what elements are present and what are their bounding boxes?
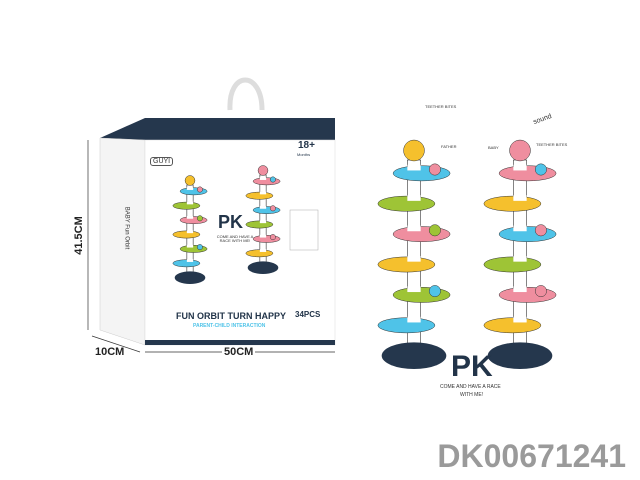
track-segment-pink <box>252 235 281 243</box>
ball <box>196 186 203 193</box>
product-left-tower <box>377 139 451 370</box>
tower-base <box>381 342 447 370</box>
pole-ring <box>186 187 194 190</box>
left-teether-label: TEETHER BITES <box>425 104 457 109</box>
product-right-tower <box>483 139 557 370</box>
ball <box>269 176 276 183</box>
track-segment-pink <box>179 216 208 224</box>
track-segment-blue <box>377 317 436 334</box>
box-title: FUN ORBIT TURN HAPPY <box>176 311 286 321</box>
track-segment-pink <box>498 165 557 182</box>
tower-base <box>487 342 553 370</box>
track-segment-green <box>483 256 542 273</box>
track-segment-blue <box>498 226 557 242</box>
width-dimension: 50CM <box>222 346 256 358</box>
track-segment-blue <box>172 259 201 268</box>
pole-ring <box>407 225 421 232</box>
pole-ring <box>186 230 194 234</box>
product-pk: PK <box>451 350 493 383</box>
ball <box>428 224 441 237</box>
product-pk-sub-2: WITH ME! <box>460 392 484 398</box>
pole-ring <box>407 164 421 171</box>
pole-ring <box>259 249 267 252</box>
box-left-tower <box>172 175 208 285</box>
track-segment-yellow <box>483 195 542 212</box>
brand-logo: GUYI <box>150 157 174 166</box>
owl-teether-icon <box>509 139 531 162</box>
pole-ring <box>513 225 527 232</box>
box-right-tower <box>245 165 281 275</box>
track-segment-blue <box>392 165 451 182</box>
track-segment-yellow <box>245 249 274 258</box>
track-segment-green <box>392 287 451 303</box>
ball <box>196 244 203 251</box>
track-segment-green <box>172 201 201 210</box>
tower-base <box>174 271 206 285</box>
gift-box <box>99 77 336 346</box>
pieces-count: 34PCS <box>295 310 321 319</box>
box-pk: PK <box>218 212 244 232</box>
pole-ring <box>186 216 194 219</box>
item-code: DK00671241 <box>437 438 626 474</box>
product-towers <box>377 139 557 370</box>
track-segment-pink <box>252 177 281 186</box>
pole-ring <box>259 191 267 195</box>
track-segment-green <box>179 245 208 253</box>
ball <box>269 234 276 241</box>
pole-ring <box>259 177 267 180</box>
ball <box>428 285 441 298</box>
pole-ring <box>186 201 194 205</box>
pole-ring <box>407 255 421 262</box>
owl-teether-icon <box>257 165 269 176</box>
pole-ring <box>513 164 527 171</box>
box-pk-sub: COME AND HAVE A RACE WITH ME! <box>216 234 254 243</box>
pole-ring <box>259 234 267 238</box>
track-segment-green <box>245 220 274 229</box>
box-subtitle: PARENT-CHILD INTERACTION <box>193 323 266 329</box>
track-segment-yellow <box>245 191 274 200</box>
height-dimension: 41.5CM <box>72 216 85 255</box>
track-segment-yellow <box>483 317 542 334</box>
box-towers <box>172 165 281 285</box>
pole-ring <box>407 286 421 293</box>
box-bottom-band <box>145 340 335 345</box>
track-segment-blue <box>179 187 208 196</box>
pole-ring <box>186 259 194 262</box>
age-unit: Months <box>297 152 311 157</box>
bear-teether-icon <box>184 175 196 186</box>
box-inset <box>289 209 319 251</box>
bear-teether-icon <box>403 139 425 162</box>
product-pk-sub-1: COME AND HAVE A RACE <box>440 384 501 390</box>
pole-ring <box>407 195 421 201</box>
pole-ring <box>259 206 267 209</box>
pole-ring <box>513 286 527 293</box>
pole-ring <box>513 255 527 262</box>
ball <box>534 285 547 298</box>
pole-ring <box>259 220 267 224</box>
box-top <box>100 118 335 140</box>
ball <box>269 205 276 212</box>
ball <box>196 215 203 222</box>
track-segment-blue <box>252 206 281 214</box>
father-label: FATHER <box>441 144 457 149</box>
track-segment-yellow <box>172 230 201 239</box>
depth-dimension: 10CM <box>95 346 125 358</box>
baby-label: BABY <box>488 145 499 150</box>
pole-ring <box>513 316 527 323</box>
box-side-text: BABY Fun Orbit <box>123 206 130 250</box>
right-teether-label: TEETHER BITES <box>536 142 568 147</box>
track-segment-pink <box>498 287 557 303</box>
age-label: 18+ <box>298 140 315 151</box>
ball <box>534 224 547 237</box>
box-handle <box>227 77 265 111</box>
pole-ring <box>407 316 421 323</box>
ball <box>534 163 547 176</box>
pole-ring <box>186 244 194 248</box>
track-segment-green <box>377 195 436 212</box>
track-segment-pink <box>392 226 451 242</box>
track-segment-yellow <box>377 256 436 273</box>
tower-base <box>247 261 279 275</box>
pole-ring <box>513 195 527 201</box>
ball <box>428 163 441 176</box>
